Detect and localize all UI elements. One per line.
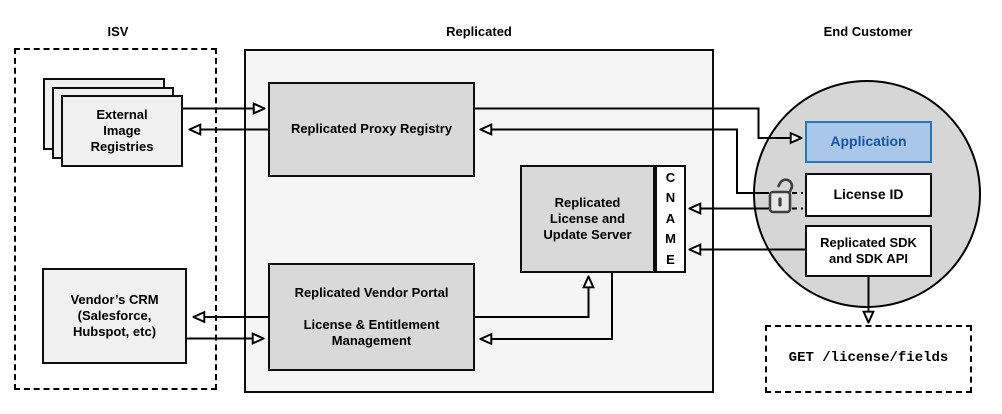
section-title-end-customer: End Customer [823,24,913,39]
replicated-license-update-server: Replicated License and Update Server [520,165,655,273]
replicated-sdk: Replicated SDK and SDK API [805,225,932,277]
section-title-replicated: Replicated [446,24,512,39]
replicated-proxy-registry: Replicated Proxy Registry [268,82,475,177]
get-license-fields: GET /license/fields [765,325,972,393]
cname-strip: C N A M E [655,165,686,273]
application: Application [805,121,932,163]
vendors-crm: Vendor’s CRM (Salesforce, Hubspot, etc) [42,268,187,364]
external-image-registries: External Image Registries [61,95,183,167]
license-id: License ID [805,173,932,217]
section-title-isv: ISV [107,24,129,39]
isv-container [14,48,217,390]
replicated-vendor-portal: Replicated Vendor Portal License & Entit… [268,263,475,371]
